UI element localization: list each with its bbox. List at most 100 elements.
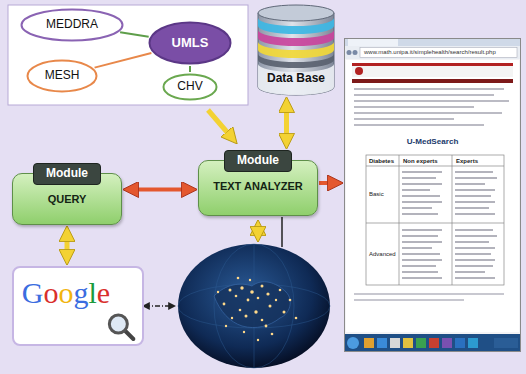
globe-image	[214, 282, 290, 328]
web-page-screenshot	[344, 46, 521, 59]
flow-arrow	[208, 110, 233, 139]
web-page-screenshot	[377, 338, 387, 348]
connector	[65, 232, 70, 259]
globe-image	[243, 331, 245, 333]
web-page-screenshot	[402, 172, 497, 278]
node-label: CHV	[177, 80, 202, 94]
web-page-screenshot	[429, 338, 439, 348]
web-page-screenshot	[354, 118, 454, 120]
globe-image	[254, 310, 257, 313]
link-line	[281, 217, 283, 247]
globe-image	[214, 244, 294, 368]
web-page-screenshot	[353, 50, 358, 55]
web-page-screenshot	[344, 38, 521, 352]
web-page-screenshot: www.math.unipa.it/simplehealth/search/re…	[344, 38, 521, 352]
globe-image	[249, 279, 251, 281]
database-cylinder	[258, 64, 334, 95]
node-outline	[28, 61, 97, 92]
web-page-screenshot	[352, 63, 513, 77]
flow-arrow	[256, 226, 261, 236]
ontology-panel	[8, 5, 248, 105]
web-page-screenshot	[347, 50, 352, 55]
table-cell: Non experts	[403, 158, 438, 165]
globe-image	[261, 319, 264, 322]
logo-letter: l	[89, 276, 97, 309]
web-page-screenshot	[354, 94, 494, 96]
dashed-arrow	[145, 305, 173, 306]
url-text: www.math.unipa.it/simplehealth/search/re…	[364, 49, 496, 56]
globe-image	[257, 339, 259, 341]
module-box: ModuleTEXT ANALYZER	[198, 150, 318, 216]
web-page-screenshot	[347, 337, 359, 349]
node-label: UMLS	[172, 36, 209, 51]
logo-letter: o	[59, 276, 74, 309]
web-page-screenshot	[366, 155, 504, 285]
node-label: Data Base	[267, 72, 325, 86]
module-name: TEXT ANALYZER	[213, 180, 303, 193]
search-engine-box: Google	[12, 266, 144, 346]
globe-image	[279, 289, 282, 292]
globe-image	[250, 290, 254, 294]
globe-image	[289, 299, 292, 302]
database-cylinder	[258, 5, 334, 21]
connector	[129, 188, 191, 192]
ontology-ellipse: MEDDRA	[20, 8, 124, 42]
web-page-screenshot	[355, 67, 363, 75]
web-page-screenshot	[354, 88, 509, 126]
ontology-ellipse: UMLS	[148, 21, 232, 65]
connector	[319, 181, 337, 185]
module-tab: Module	[33, 163, 101, 185]
connector	[284, 103, 289, 143]
database-cylinder	[258, 30, 334, 46]
globe-image	[178, 244, 330, 368]
web-page-screenshot	[344, 38, 521, 46]
web-page-screenshot	[354, 100, 509, 102]
web-page-screenshot	[468, 338, 478, 348]
web-page-screenshot	[452, 155, 453, 285]
web-page-screenshot	[352, 79, 513, 83]
globe-image	[239, 309, 242, 312]
web-page-screenshot	[354, 124, 484, 126]
globe-image	[247, 299, 250, 302]
web-page-screenshot	[366, 223, 504, 224]
web-page-screenshot	[344, 38, 521, 352]
ontology-ellipse: MESH	[26, 59, 98, 93]
table-cell: Diabetes	[369, 158, 394, 165]
module-box: ModuleQUERY	[12, 163, 122, 225]
table-cell: Advanced	[369, 251, 396, 258]
web-page-screenshot	[442, 338, 452, 348]
web-page-screenshot	[364, 338, 374, 348]
logo-letter: g	[74, 276, 89, 309]
node-label: MESH	[45, 69, 80, 83]
web-page-screenshot	[348, 39, 398, 46]
page-title: U-MedSearch	[345, 137, 520, 146]
globe-image	[231, 317, 233, 319]
web-page-screenshot	[366, 166, 504, 167]
connector	[189, 66, 191, 72]
globe-image	[237, 277, 240, 280]
globe-image	[229, 289, 232, 292]
globe-image	[245, 315, 248, 318]
web-page-screenshot	[455, 338, 465, 348]
globe-image	[257, 297, 260, 300]
globe-image	[223, 303, 226, 306]
module-name: QUERY	[48, 193, 87, 206]
globe-image	[178, 244, 330, 368]
ontology-ellipse: CHV	[162, 73, 218, 101]
web-page-screenshot	[360, 48, 517, 58]
web-page-screenshot	[354, 293, 504, 295]
globe-image	[261, 285, 264, 288]
node-outline	[164, 75, 217, 100]
logo-text: Google	[22, 276, 110, 309]
connector	[95, 53, 152, 68]
web-page-screenshot	[344, 334, 521, 352]
table-cell: Basic	[369, 191, 384, 198]
web-page-screenshot	[352, 63, 513, 66]
web-page-screenshot	[399, 155, 400, 285]
web-page-screenshot	[354, 112, 502, 114]
web-page-screenshot	[494, 338, 518, 348]
web-page-screenshot	[346, 60, 519, 332]
web-page-screenshot	[354, 106, 474, 108]
module-tab: Module	[224, 150, 292, 172]
